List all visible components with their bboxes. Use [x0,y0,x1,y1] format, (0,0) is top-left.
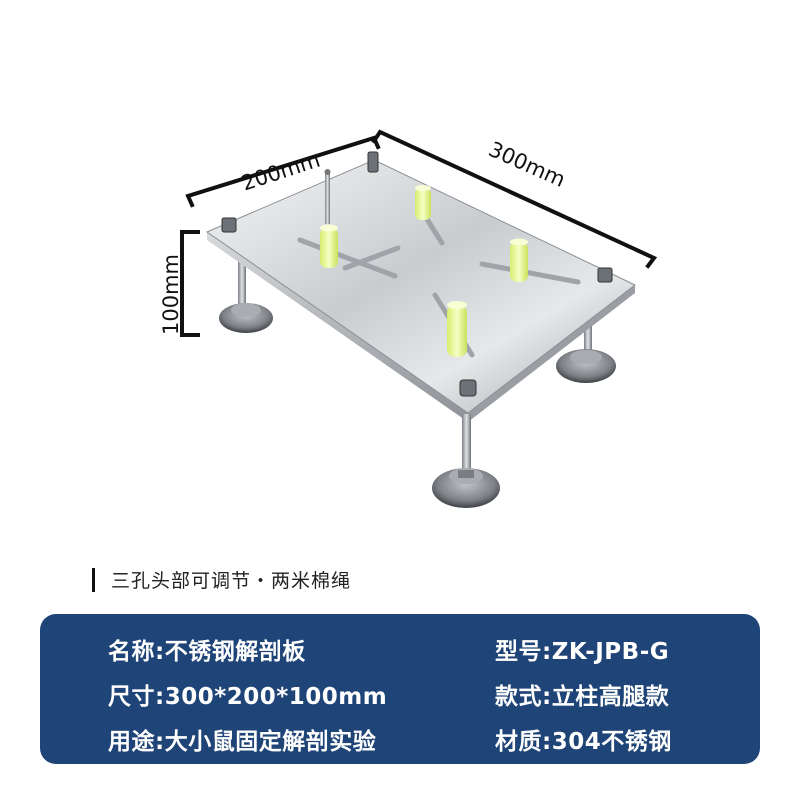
spec-use: 用途:大小鼠固定解剖实验 [108,729,377,755]
spec-style: 款式:立柱高腿款 [495,684,670,710]
threaded-rod [324,169,331,224]
height-dimension-label: 100mm [159,254,183,335]
corner-screws [221,151,613,397]
caption-bar [92,567,95,592]
spec-panel: 名称:不锈钢解剖板 型号:ZK-JPB-G 尺寸:300*200*100mm 款… [40,614,760,764]
dimension-lines [180,129,658,337]
feature-caption: 三孔头部可调节・两米棉绳 [92,566,351,593]
adjustable-pegs [320,185,528,357]
spec-name: 名称:不锈钢解剖板 [108,639,306,665]
spec-material: 材质:304不锈钢 [495,729,672,755]
spec-size: 尺寸:300*200*100mm [108,684,388,710]
feature-caption-text: 三孔头部可调节・两米棉绳 [111,570,352,592]
front-leg [432,414,500,508]
length-dimension-label: 300mm [485,137,569,192]
product-image: 200mm 300mm 100mm [159,129,658,508]
dissection-plate [205,159,636,414]
spec-model: 型号:ZK-JPB-G [495,639,670,665]
plate-edge [207,232,635,422]
